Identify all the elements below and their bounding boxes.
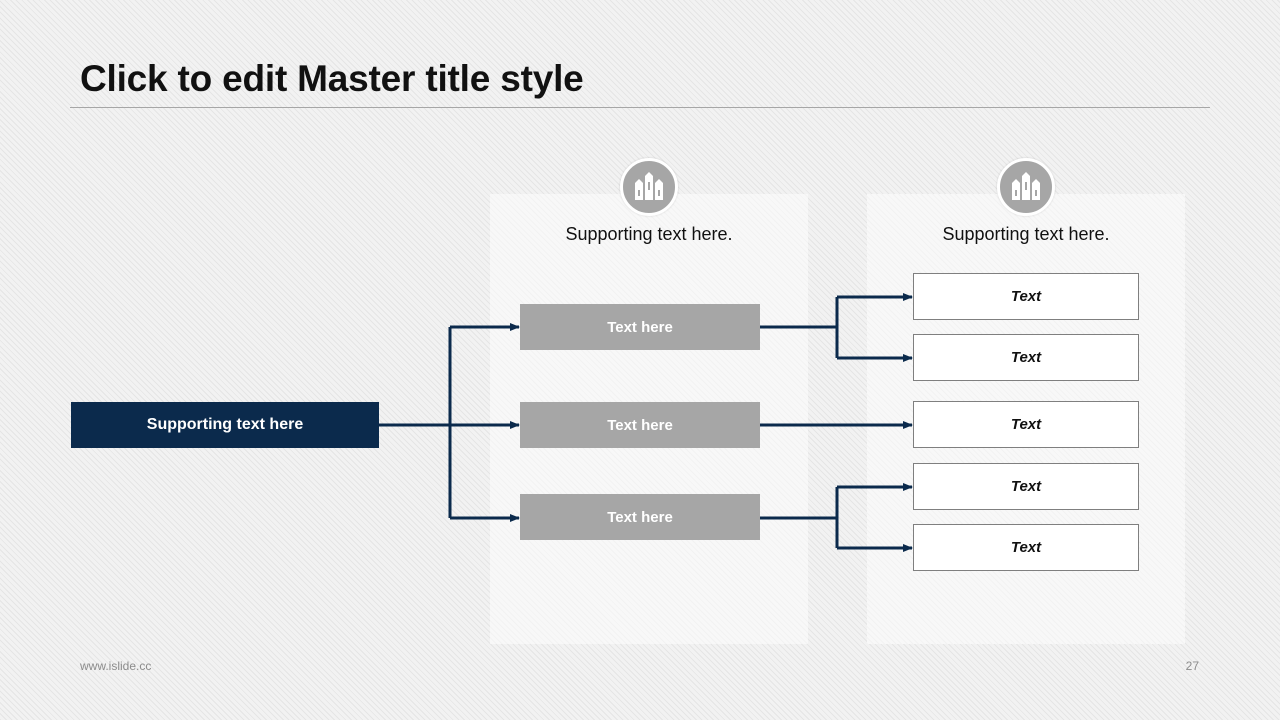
middle-node: Text here <box>520 402 760 448</box>
leaf-node: Text <box>913 401 1139 448</box>
middle-node: Text here <box>520 494 760 540</box>
leaf-node: Text <box>913 524 1139 571</box>
root-node: Supporting text here <box>71 402 379 448</box>
leaf-node: Text <box>913 334 1139 381</box>
leaf-node: Text <box>913 273 1139 320</box>
panel-caption-left: Supporting text here. <box>565 224 733 244</box>
panel-caption-right: Supporting text here. <box>942 224 1110 244</box>
buildings-icon <box>620 158 678 216</box>
buildings-icon <box>997 158 1055 216</box>
leaf-node: Text <box>913 463 1139 510</box>
title-divider <box>70 107 1210 108</box>
middle-node: Text here <box>520 304 760 350</box>
footer-url: www.islide.cc <box>80 659 152 673</box>
page-number: 27 <box>1185 659 1199 673</box>
slide-title: Click to edit Master title style <box>80 58 584 99</box>
